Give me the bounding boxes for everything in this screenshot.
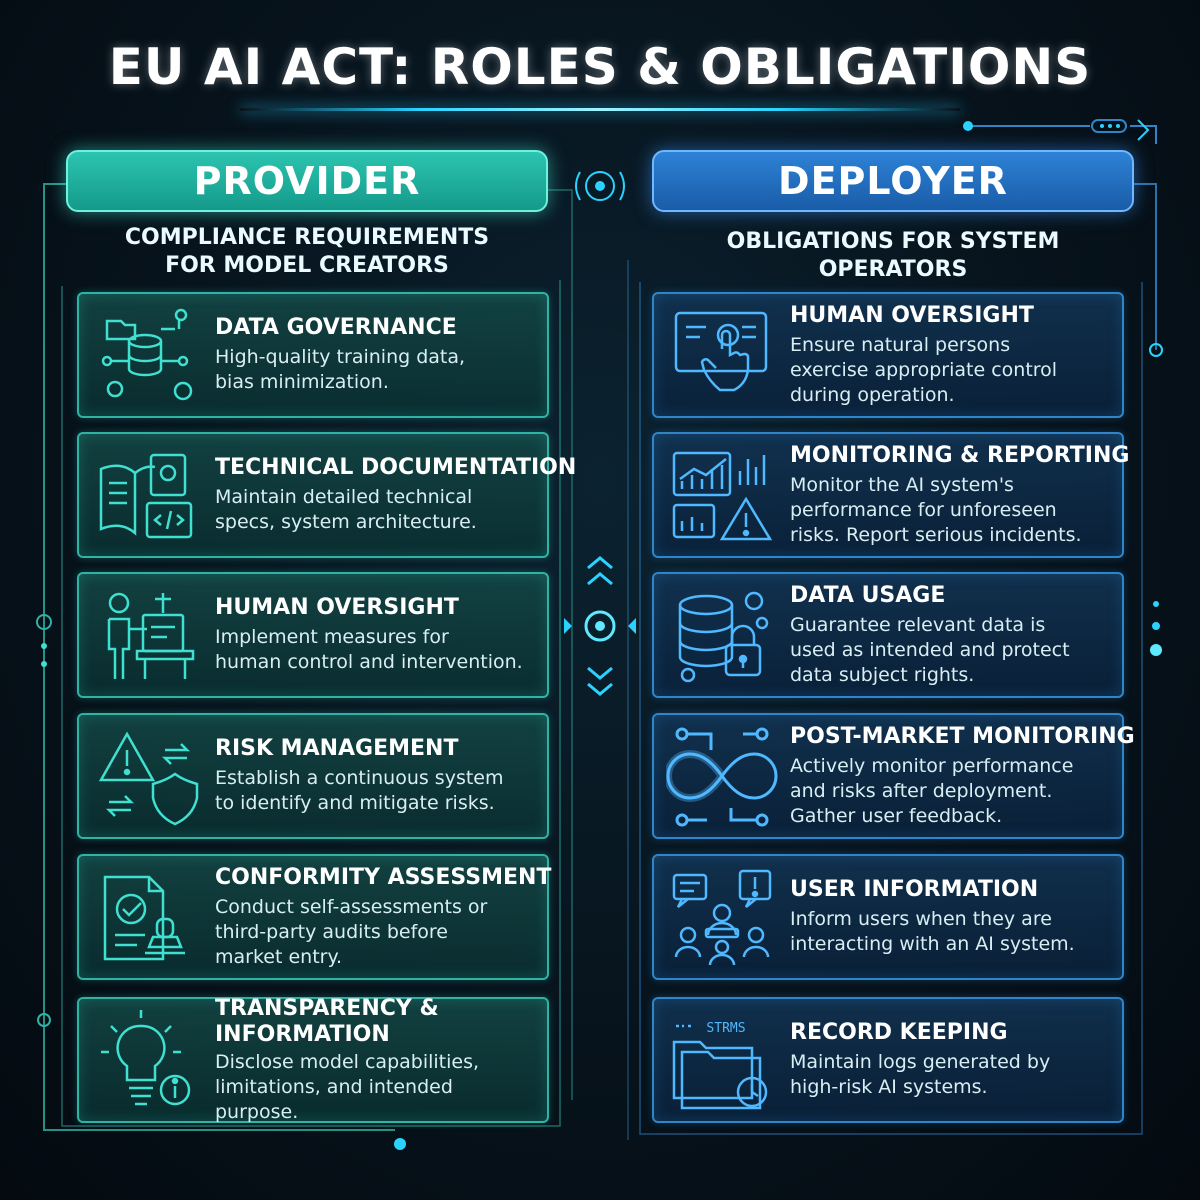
deployer-item-desc: used as intended and protect <box>790 638 1070 661</box>
provider-item-desc: human control and intervention. <box>215 651 523 673</box>
deployer-item-desc: during operation. <box>790 383 955 406</box>
folder-label: STRMS <box>706 1021 745 1036</box>
deployer-card-data-usage: DATA USAGE Guarantee relevant data is us… <box>652 572 1124 698</box>
documentation-icon <box>99 453 193 539</box>
provider-item-title: TRANSPARENCY & <box>215 995 439 1021</box>
deployer-item-desc: Actively monitor performance <box>790 754 1074 777</box>
checklist-stamp-icon <box>103 875 185 961</box>
folder-clock-icon: STRMS <box>672 1021 768 1110</box>
deployer-item-desc: and risks after deployment. <box>790 779 1053 802</box>
deployer-item-desc: high-risk AI systems. <box>790 1076 988 1098</box>
deployer-item-title: POST-MARKET MONITORING <box>790 723 1135 749</box>
deployer-card-human-oversight: HUMAN OVERSIGHT Ensure natural persons e… <box>652 292 1124 418</box>
deployer-item-desc: Gather user feedback. <box>790 804 1003 827</box>
deployer-item-desc: data subject rights. <box>790 663 975 686</box>
provider-subtitle-line1: COMPLIANCE REQUIREMENTS <box>124 225 490 250</box>
deployer-subtitle: OBLIGATIONS FOR SYSTEM OPERATORS <box>726 229 1060 282</box>
deployer-item-desc: risks. Report serious incidents. <box>790 523 1082 546</box>
provider-item-title-2: INFORMATION <box>215 1021 390 1047</box>
provider-item-desc: bias minimization. <box>215 371 389 393</box>
deployer-item-title: RECORD KEEPING <box>790 1020 1008 1045</box>
provider-item-title: TECHNICAL DOCUMENTATION <box>215 455 577 480</box>
deployer-item-title: MONITORING & REPORTING <box>790 442 1130 468</box>
deployer-item-desc: Maintain logs generated by <box>790 1051 1051 1073</box>
deployer-item-desc: exercise appropriate control <box>790 358 1058 381</box>
provider-subtitle-line2: FOR MODEL CREATORS <box>165 253 449 278</box>
provider-card-data-governance: DATA GOVERNANCE High-quality training da… <box>77 292 549 418</box>
deployer-card-record-keeping: STRMS RECORD KEEPING Maintain logs gener… <box>652 997 1124 1123</box>
provider-item-desc: High-quality training data, <box>215 346 466 368</box>
provider-item-desc: Implement measures for <box>215 626 449 648</box>
provider-item-desc: specs, system architecture. <box>215 511 477 533</box>
deployer-card-post-market-monitoring: POST-MARKET MONITORING Actively monitor … <box>652 713 1135 839</box>
infinity-loop-icon <box>666 727 778 827</box>
database-network-icon <box>101 308 193 401</box>
provider-item-title: DATA GOVERNANCE <box>215 315 457 340</box>
provider-item-desc: Conduct self-assessments or <box>215 895 488 918</box>
provider-item-title: RISK MANAGEMENT <box>215 736 459 761</box>
database-lock-icon <box>678 591 769 683</box>
lightbulb-info-icon <box>101 1010 191 1106</box>
provider-card-risk-management: RISK MANAGEMENT Establish a continuous s… <box>77 713 549 839</box>
provider-item-desc: Disclose model capabilities, <box>215 1050 480 1073</box>
provider-item-desc: to identify and mitigate risks. <box>215 792 495 814</box>
operator-console-icon <box>107 592 195 679</box>
chart-warning-icon <box>672 451 773 541</box>
provider-card-transparency: TRANSPARENCY & INFORMATION Disclose mode… <box>77 995 549 1123</box>
deployer-item-desc: Inform users when they are <box>790 908 1052 930</box>
deployer-card-user-information: USER INFORMATION Inform users when they … <box>652 854 1124 980</box>
page-title: EU AI ACT: ROLES & OBLIGATIONS <box>108 38 1092 96</box>
provider-item-desc: limitations, and intended purpose. <box>215 1075 453 1123</box>
provider-card-technical-documentation: TECHNICAL DOCUMENTATION Maintain detaile… <box>77 432 576 558</box>
provider-item-desc: Maintain detailed technical <box>215 486 473 508</box>
touch-screen-icon <box>674 311 768 392</box>
provider-item-desc: third-party audits before <box>215 920 448 943</box>
provider-item-desc: Establish a continuous system <box>215 767 504 789</box>
deployer-item-desc: performance for unforeseen <box>790 498 1057 521</box>
deployer-item-title: USER INFORMATION <box>790 877 1039 902</box>
warning-shield-icon <box>98 731 199 826</box>
provider-item-title: CONFORMITY ASSESSMENT <box>215 864 552 890</box>
provider-item-title: HUMAN OVERSIGHT <box>215 595 459 620</box>
provider-header: PROVIDER <box>66 150 548 212</box>
deployer-item-desc: Monitor the AI system's <box>790 473 1014 496</box>
deployer-item-title: DATA USAGE <box>790 582 946 608</box>
provider-card-human-oversight: HUMAN OVERSIGHT Implement measures for h… <box>77 572 549 698</box>
users-chat-icon <box>672 869 772 966</box>
deployer-item-desc: Ensure natural persons <box>790 333 1011 356</box>
deployer-header: DEPLOYER <box>652 150 1134 212</box>
provider-subtitle: COMPLIANCE REQUIREMENTS FOR MODEL CREATO… <box>66 224 548 280</box>
title-underline <box>240 108 960 111</box>
deployer-item-desc: interacting with an AI system. <box>790 933 1075 955</box>
provider-item-desc: market entry. <box>215 945 343 968</box>
deployer-item-title: HUMAN OVERSIGHT <box>790 302 1034 328</box>
provider-card-conformity-assessment: CONFORMITY ASSESSMENT Conduct self-asses… <box>77 854 552 980</box>
deployer-card-monitoring-reporting: MONITORING & REPORTING Monitor the AI sy… <box>652 432 1129 558</box>
deployer-item-desc: Guarantee relevant data is <box>790 613 1046 636</box>
